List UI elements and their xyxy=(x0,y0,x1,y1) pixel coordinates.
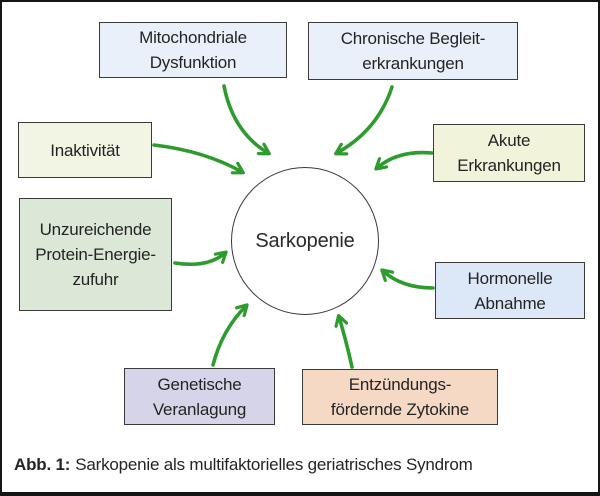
factor-box-mitochondrial-dysfunction: Mitochondriale Dysfunktion xyxy=(99,22,287,78)
factor-label-line: Abnahme xyxy=(474,293,546,313)
factor-label-line: Entzündungs- xyxy=(348,375,452,394)
factor-label-line: Mitochondriale xyxy=(139,28,247,47)
arrow-inactivity xyxy=(152,143,242,172)
factor-label-line: Akute xyxy=(487,131,531,150)
arrow-chronic xyxy=(337,85,394,153)
factor-label-line: Veranlagung xyxy=(152,399,247,419)
factor-label-line: Hormonelle xyxy=(467,268,553,288)
factor-label-line: erkrankungen xyxy=(362,54,464,73)
arrow-cytokines xyxy=(339,317,354,369)
factor-label-line: Protein-Energie- xyxy=(35,245,156,264)
caption-text: Sarkopenie als multifaktorielles geriatr… xyxy=(75,455,473,474)
factor-label-line: Inaktivität xyxy=(50,140,120,160)
figure-caption: Abb. 1:Sarkopenie als multifaktorielles … xyxy=(14,455,473,475)
factor-box-insufficient-protein-energy-intake: Unzureichende Protein-Energie- zufuhr xyxy=(19,198,172,311)
factor-box-chronic-comorbidities: Chronische Begleit- erkrankungen xyxy=(308,22,518,80)
arrow-mitochondrial xyxy=(222,84,268,153)
factor-label-line: Chronische Begleit- xyxy=(340,29,486,48)
factor-label-line: Genetische xyxy=(157,374,242,394)
central-node-sarkopenie: Sarkopenie xyxy=(231,167,379,315)
arrow-hormonal xyxy=(383,271,435,290)
factor-label-line: zufuhr xyxy=(72,270,119,289)
factor-label-line: fördernde Zytokine xyxy=(330,400,470,419)
factor-box-inactivity: Inaktivität xyxy=(18,122,152,178)
factor-box-genetic-predisposition: Genetische Veranlagung xyxy=(124,368,275,425)
factor-label-line: Erkrankungen xyxy=(457,156,561,175)
factor-label-line: Dysfunktion xyxy=(149,53,237,72)
factor-box-inflammatory-cytokines: Entzündungs- fördernde Zytokine xyxy=(302,369,498,425)
factor-box-acute-illnesses: Akute Erkrankungen xyxy=(433,124,585,182)
arrow-protein-energy xyxy=(173,253,225,267)
caption-number: Abb. 1: xyxy=(14,455,71,474)
factor-box-hormonal-decline: Hormonelle Abnahme xyxy=(435,262,585,319)
central-node-label: Sarkopenie xyxy=(255,229,355,252)
arrow-acute xyxy=(377,150,434,168)
arrow-genetic xyxy=(211,306,246,367)
factor-label-line: Unzureichende xyxy=(39,220,152,239)
